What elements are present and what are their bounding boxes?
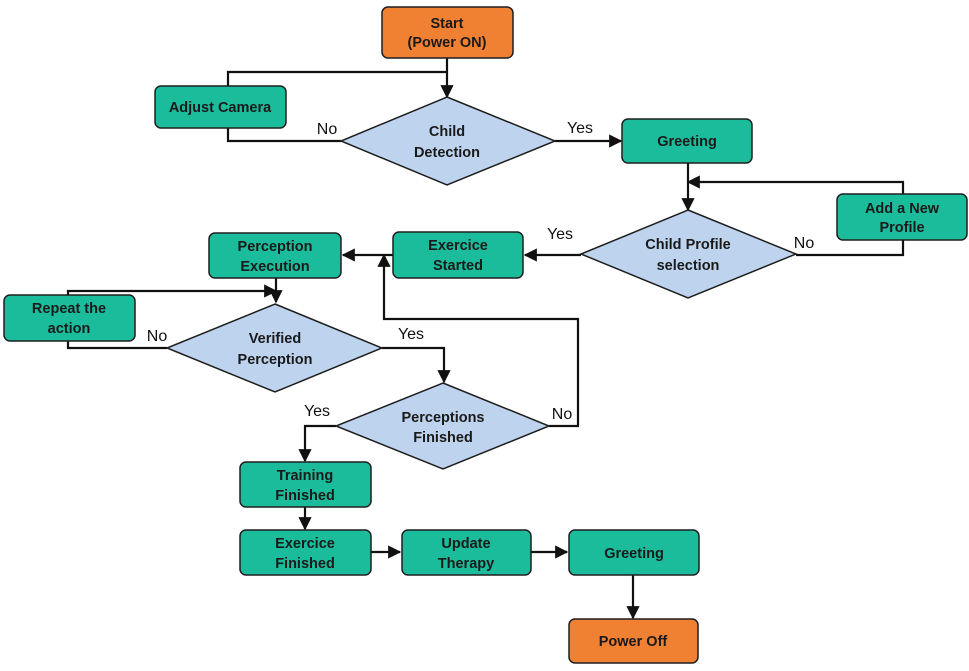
- child-detection-line-1: Child: [429, 124, 465, 140]
- edge-repeat-to-verified: [66, 284, 278, 298]
- update-therapy-line-1: Update: [441, 536, 490, 552]
- add-profile-line-1: Add a New: [865, 201, 940, 217]
- perception-execution-node: Perception Execution: [208, 232, 342, 279]
- greeting-node: Greeting: [621, 118, 753, 164]
- label-verified-yes: Yes: [398, 326, 424, 343]
- edge-adjust-to-detection: [226, 70, 447, 86]
- add-profile-node: Add a New Profile: [836, 193, 968, 241]
- repeat-action-node: Repeat the action: [3, 294, 136, 342]
- exercice-finished-node: Exercice Finished: [239, 529, 372, 576]
- perceptions-finished-line-1: Perceptions: [402, 410, 485, 426]
- label-verified-no: No: [147, 328, 168, 345]
- verified-perception-line-1: Verified: [249, 331, 301, 347]
- greeting-final-node: Greeting: [568, 529, 700, 576]
- label-profile-no: No: [794, 235, 815, 252]
- label-detection-no: No: [317, 121, 338, 138]
- start-node-line-2: (Power ON): [408, 35, 487, 51]
- power-off-label: Power Off: [599, 634, 668, 650]
- label-profile-yes: Yes: [547, 226, 573, 243]
- label-detection-yes: Yes: [567, 120, 593, 137]
- label-finished-no: No: [552, 406, 573, 423]
- perception-execution-line-2: Execution: [240, 259, 309, 275]
- start-node: Start (Power ON): [381, 6, 514, 59]
- greeting-final-label: Greeting: [604, 546, 664, 562]
- edge-add-to-profile: [686, 175, 905, 194]
- perceptions-finished-decision: Perceptions Finished: [333, 382, 551, 470]
- edge-detection-no-to-adjust: [226, 128, 341, 143]
- edge-labels: No Yes Yes No No Yes Yes No: [147, 120, 815, 423]
- perception-execution-line-1: Perception: [238, 239, 313, 255]
- verified-perception-decision: Verified Perception: [165, 303, 384, 393]
- exercice-started-line-2: Started: [433, 258, 483, 274]
- edge-finished-yes-to-training: [298, 424, 336, 463]
- repeat-action-line-1: Repeat the: [32, 301, 106, 317]
- nodes: Start (Power ON) Adjust Camera Child Det…: [3, 6, 968, 664]
- label-finished-yes: Yes: [304, 403, 330, 420]
- training-finished-line-1: Training: [277, 468, 333, 484]
- update-therapy-line-2: Therapy: [438, 556, 494, 572]
- verified-perception-line-2: Perception: [238, 352, 313, 368]
- exercice-finished-line-1: Exercice: [275, 536, 335, 552]
- edges: [66, 58, 905, 620]
- start-node-line-1: Start: [430, 16, 463, 32]
- exercice-started-node: Exercice Started: [392, 231, 524, 279]
- exercice-started-line-1: Exercice: [428, 238, 488, 254]
- child-detection-decision: Child Detection: [339, 96, 557, 186]
- child-profile-line-2: selection: [657, 258, 720, 274]
- child-detection-line-2: Detection: [414, 145, 480, 161]
- child-profile-decision: Child Profile selection: [579, 209, 798, 299]
- update-therapy-node: Update Therapy: [401, 529, 532, 576]
- exercice-finished-line-2: Finished: [275, 556, 335, 572]
- adjust-camera-node: Adjust Camera: [154, 85, 287, 129]
- child-profile-line-1: Child Profile: [645, 237, 730, 253]
- adjust-camera-label: Adjust Camera: [169, 100, 272, 116]
- edge-finished-no-to-started: [377, 253, 580, 428]
- add-profile-line-2: Profile: [879, 220, 924, 236]
- repeat-action-line-2: action: [48, 321, 91, 337]
- power-off-node: Power Off: [568, 618, 699, 664]
- training-finished-line-2: Finished: [275, 488, 335, 504]
- perceptions-finished-line-2: Finished: [413, 430, 473, 446]
- edge-profile-no-to-add: [796, 240, 905, 257]
- edge-verified-yes-to-finished: [382, 346, 451, 384]
- training-finished-node: Training Finished: [239, 461, 372, 508]
- greeting-label: Greeting: [657, 134, 717, 150]
- edge-verified-no-to-repeat: [66, 341, 167, 350]
